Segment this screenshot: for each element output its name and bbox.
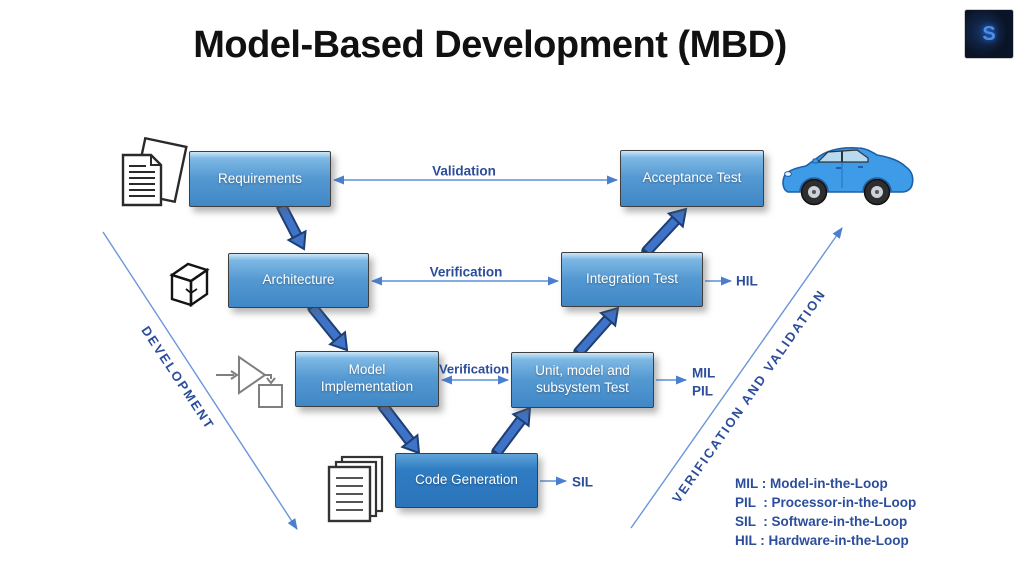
acceptance-test-box: Acceptance Test: [620, 150, 764, 207]
legend-item-hil: HIL : Hardware-in-the-Loop: [735, 533, 909, 548]
sil-label: SIL: [572, 474, 594, 490]
unit-test-box: Unit, model and subsystem Test: [511, 352, 654, 408]
unit-test-label: Unit, model and subsystem Test: [535, 363, 630, 395]
thick-arrow-model-to-code: [377, 400, 421, 455]
verification-model-label: Verification: [438, 361, 510, 377]
papers-stack-icon: [327, 455, 384, 523]
model-implementation-box: Model Implementation: [295, 351, 439, 407]
car-icon: [782, 147, 914, 206]
requirements-box: Requirements: [189, 151, 331, 207]
legend-item-sil: SIL : Software-in-the-Loop: [735, 514, 908, 529]
brand-logo-glyph: S: [982, 22, 996, 45]
architecture-label: Architecture: [262, 272, 335, 288]
page-title: Model-Based Development (MBD): [193, 24, 787, 66]
validation-label: Validation: [432, 163, 496, 179]
gain-block-icon: [216, 355, 283, 408]
thick-arrow-req-to-arch: [276, 201, 307, 251]
legend-item-mil: MIL : Model-in-the-Loop: [735, 476, 888, 491]
architecture-box: Architecture: [228, 253, 369, 308]
thick-arrow-arch-to-model: [307, 302, 349, 352]
integration-test-label: Integration Test: [585, 271, 679, 287]
loop-legend: MIL : Model-in-the-Loop PIL : Processor-…: [735, 474, 916, 550]
legend-item-pil: PIL : Processor-in-the-Loop: [735, 495, 917, 510]
code-generation-label: Code Generation: [415, 472, 518, 488]
model-implementation-label: Model Implementation: [320, 362, 414, 394]
cube-3d-icon: [169, 262, 210, 308]
code-generation-box: Code Generation: [395, 453, 538, 508]
thick-arrow-code-to-unit: [491, 406, 532, 458]
requirements-label: Requirements: [217, 170, 303, 186]
acceptance-test-label: Acceptance Test: [642, 170, 742, 186]
pil-label: PIL: [692, 383, 714, 399]
hil-label: HIL: [736, 273, 758, 289]
docs-icon: [121, 136, 188, 207]
development-diagonal-arrow: [102, 231, 298, 530]
mil-label: MIL: [692, 365, 716, 381]
thick-arrow-integration-to-acceptance: [641, 207, 688, 257]
verification-architecture-label: Verification: [429, 264, 503, 280]
brand-logo: S: [964, 9, 1014, 59]
thick-arrow-unit-to-integration: [573, 306, 620, 358]
verification-diagonal-arrow: [630, 227, 843, 529]
integration-test-box: Integration Test: [561, 252, 703, 307]
